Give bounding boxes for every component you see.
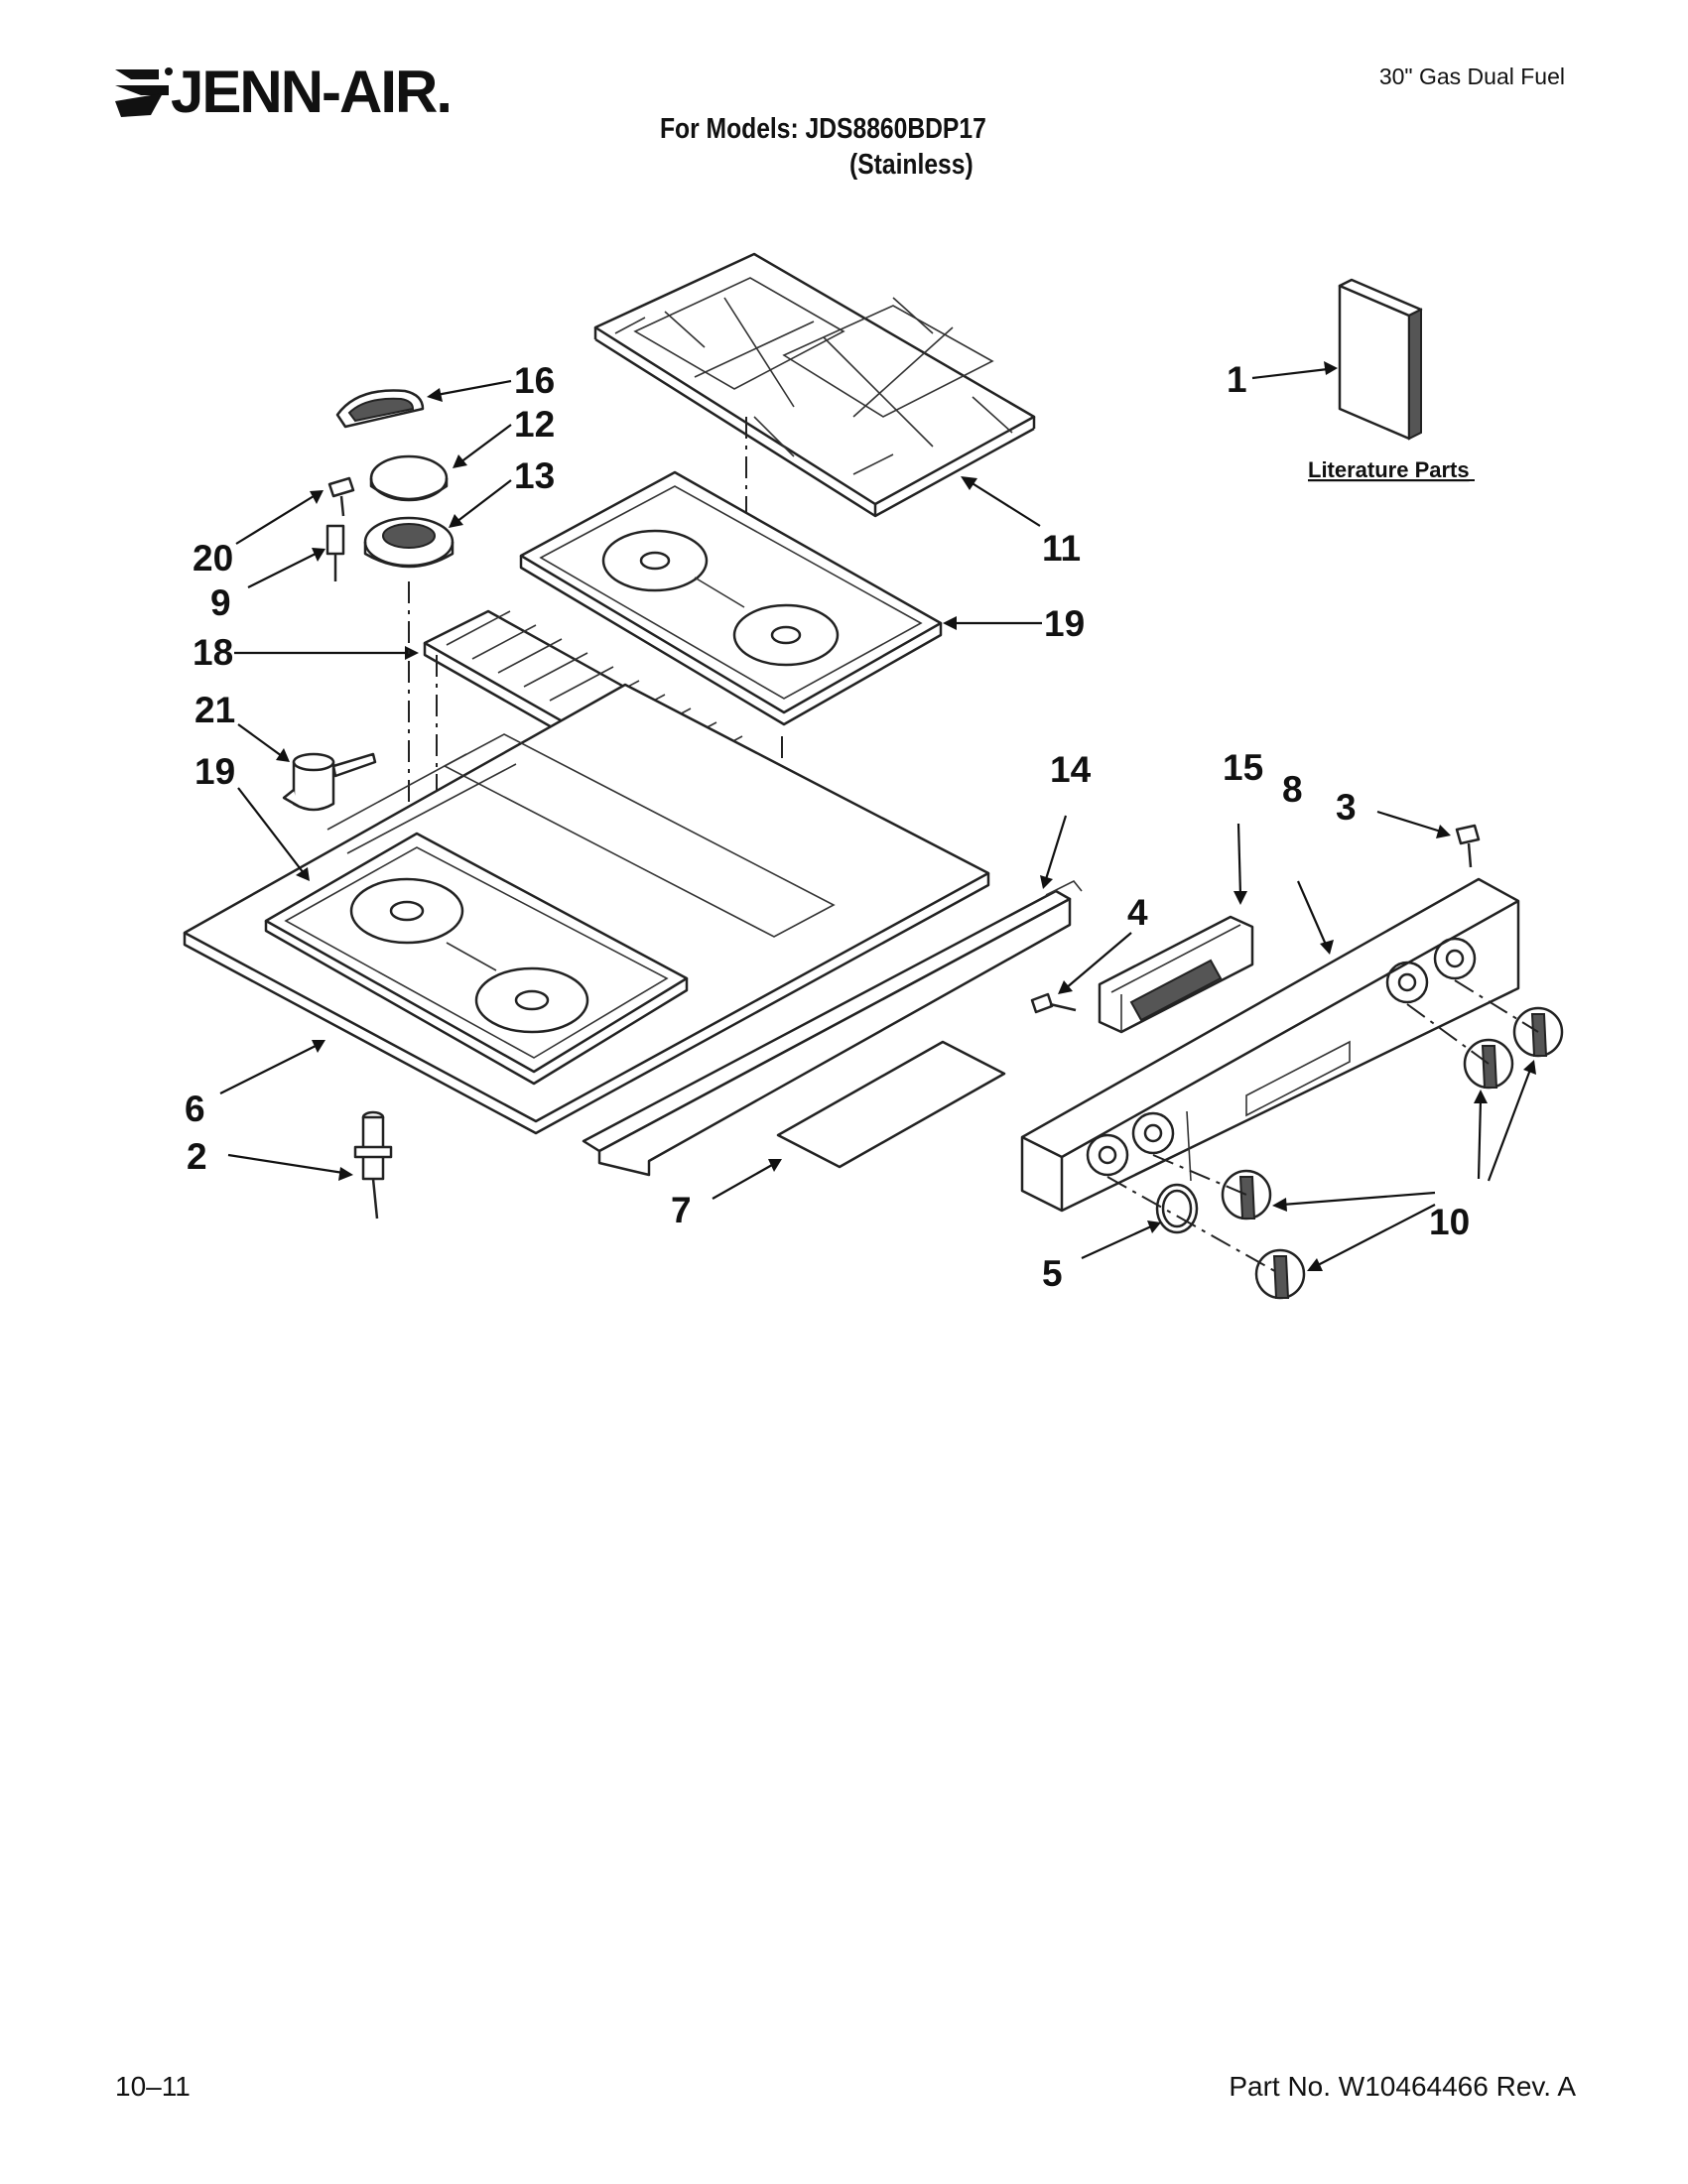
callout-13: 13 xyxy=(514,455,555,496)
callout-6: 6 xyxy=(185,1089,205,1129)
screw-4 xyxy=(1030,992,1077,1014)
callout-8: 8 xyxy=(1282,769,1303,810)
knob-ring-5 xyxy=(1155,1183,1199,1234)
date-code: 10–11 xyxy=(115,2071,191,2102)
igniter-electrode-2 xyxy=(353,1110,393,1220)
control-board-15 xyxy=(1098,915,1254,1034)
burner-base xyxy=(363,516,454,569)
callout-15: 15 xyxy=(1223,747,1263,788)
screw-3 xyxy=(1455,824,1481,868)
callout-2: 2 xyxy=(187,1136,207,1177)
callout-19-upper: 19 xyxy=(1044,603,1085,644)
screw-20 xyxy=(327,476,355,517)
burner-cap xyxy=(369,454,449,502)
heat-shield-7 xyxy=(776,1040,1006,1169)
callout-21: 21 xyxy=(195,690,235,730)
burner-cap-grille xyxy=(335,389,425,429)
burner-tray-upper xyxy=(519,470,943,726)
callout-16: 16 xyxy=(514,360,555,401)
callout-11: 11 xyxy=(1042,528,1081,569)
callout-5: 5 xyxy=(1042,1253,1063,1294)
finish-line: (Stainless) xyxy=(849,149,974,181)
jenn-air-logo xyxy=(115,67,173,117)
literature-parts-label: Literature Parts xyxy=(1308,457,1470,482)
rear-channel-14 xyxy=(582,879,1083,1177)
callout-9: 9 xyxy=(210,582,231,623)
control-panel-8 xyxy=(1020,877,1520,1213)
callout-12: 12 xyxy=(514,404,555,445)
callout-10: 10 xyxy=(1429,1202,1470,1242)
part-number: Part No. W10464466 Rev. A xyxy=(1229,2071,1576,2102)
callout-19-lower: 19 xyxy=(195,751,235,792)
product-category: 30" Gas Dual Fuel xyxy=(1378,64,1565,89)
callout-1: 1 xyxy=(1227,359,1247,400)
callout-4: 4 xyxy=(1127,892,1148,933)
burner-grate xyxy=(593,252,1036,518)
callout-14: 14 xyxy=(1050,749,1092,790)
callout-7: 7 xyxy=(671,1190,692,1230)
burner-tray-lower xyxy=(264,832,689,1086)
control-knob-b xyxy=(1254,1248,1306,1300)
igniter-9 xyxy=(325,524,345,581)
control-knob-a xyxy=(1221,1169,1272,1220)
callout-20: 20 xyxy=(193,538,233,578)
spark-bracket-21 xyxy=(282,752,377,812)
callout-18: 18 xyxy=(193,632,233,673)
callout-3: 3 xyxy=(1336,787,1357,828)
models-line: For Models: JDS8860BDP17 xyxy=(660,113,986,145)
brand-name: JENN-AIR. xyxy=(171,59,453,125)
literature-booklet xyxy=(1338,278,1423,441)
cooktop-main-top xyxy=(183,683,990,1135)
